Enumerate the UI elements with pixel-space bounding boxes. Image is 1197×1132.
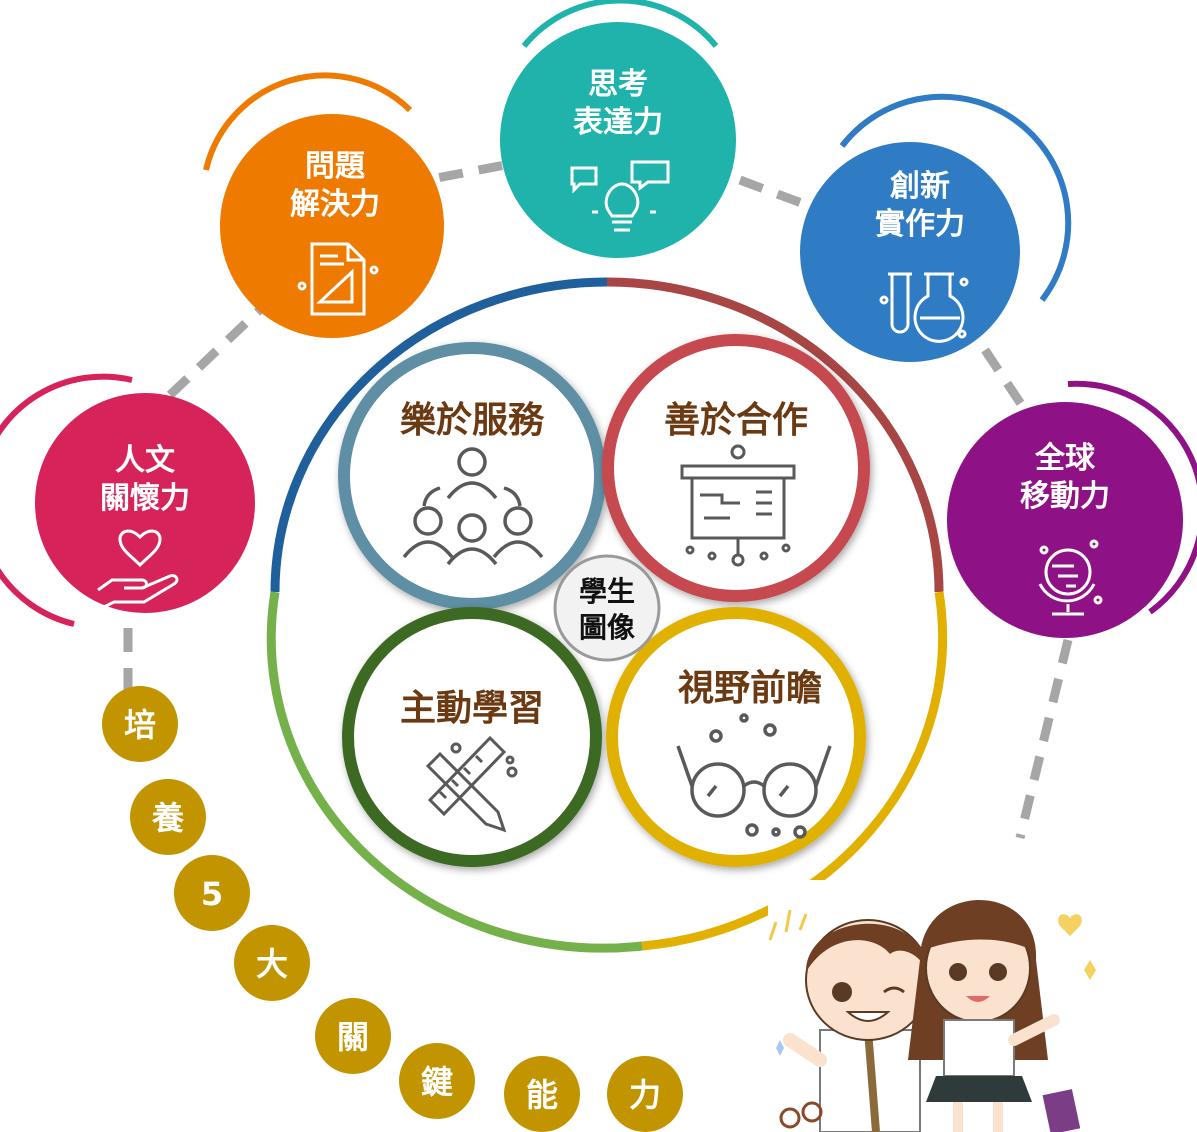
people-network-icon bbox=[402, 447, 544, 566]
ring-quarter-blue bbox=[270, 277, 608, 593]
label-active-learning: 主動學習 bbox=[400, 688, 544, 729]
humanity-line2: 關懷力 bbox=[100, 481, 190, 516]
center-label-line1: 學生 bbox=[579, 575, 635, 608]
slogan-dot bbox=[234, 925, 310, 1001]
document-geometry-icon bbox=[297, 242, 379, 316]
globe-icon bbox=[1038, 539, 1103, 616]
student-image-service: 樂於服務 bbox=[338, 342, 606, 610]
slogan-char: 能 bbox=[526, 1076, 558, 1114]
student-image-active-learning: 主動學習 bbox=[342, 607, 602, 867]
slogan-dot bbox=[399, 1043, 475, 1119]
central-ring bbox=[266, 277, 948, 953]
label-cooperation: 善於合作 bbox=[664, 400, 808, 441]
boy-figure bbox=[783, 919, 931, 1132]
student-image-vision: 視野前瞻 bbox=[606, 607, 866, 867]
center-label-line2: 圖像 bbox=[579, 611, 636, 644]
thinking-line2: 表達力 bbox=[573, 105, 663, 140]
eyeglasses-icon bbox=[676, 713, 832, 839]
flask-icon bbox=[879, 272, 969, 343]
competency-problem: 問題 解決力 bbox=[203, 72, 444, 338]
slogan-dot bbox=[174, 855, 250, 931]
slogan-dot bbox=[504, 1056, 580, 1132]
slogan-char: 5 bbox=[201, 875, 223, 913]
humanity-line1: 人文 bbox=[115, 443, 175, 478]
connector-thinking-innovation bbox=[738, 175, 822, 215]
slogan-dot bbox=[130, 779, 206, 855]
students-illustration bbox=[768, 880, 1178, 1132]
heart-hand-icon bbox=[97, 529, 179, 610]
global-line2: 移動力 bbox=[1020, 479, 1110, 514]
ring-quarter-gold bbox=[641, 591, 948, 951]
slogan-char: 大 bbox=[256, 945, 288, 983]
global-line1: 全球 bbox=[1034, 441, 1096, 476]
connector-global-down bbox=[1015, 638, 1073, 840]
connector-innovation-global bbox=[981, 347, 1029, 413]
pencil-ruler-icon bbox=[425, 735, 518, 833]
slogan-char: 培 bbox=[124, 706, 156, 744]
innovation-line1: 創新 bbox=[890, 169, 950, 204]
problem-line2: 解決力 bbox=[290, 187, 380, 222]
presentation-board-icon bbox=[680, 444, 796, 567]
label-service: 樂於服務 bbox=[400, 400, 545, 441]
competency-humanity: 人文 關懷力 bbox=[0, 373, 255, 627]
thinking-line1: 思考 bbox=[588, 67, 648, 102]
connector-humanity-problem bbox=[166, 296, 274, 399]
girl-figure bbox=[908, 900, 1060, 1132]
competency-innovation: 創新 實作力 bbox=[800, 93, 1072, 362]
ring-quarter-green bbox=[266, 591, 643, 953]
slogan-dot bbox=[607, 1056, 683, 1132]
slogan-char: 鍵 bbox=[421, 1063, 453, 1101]
slogan-char: 養 bbox=[152, 799, 184, 837]
slogan-char: 力 bbox=[629, 1076, 661, 1114]
label-vision: 視野前瞻 bbox=[678, 668, 822, 709]
lightbulb-chat-icon bbox=[570, 160, 670, 232]
competency-thinking: 思考 表達力 bbox=[500, 0, 736, 258]
student-image-cooperation: 善於合作 bbox=[602, 334, 870, 602]
innovation-line2: 實作力 bbox=[875, 207, 965, 242]
dashed-connectors bbox=[123, 160, 1073, 840]
slogan-dot bbox=[315, 998, 391, 1074]
slogan-char: 關 bbox=[337, 1018, 369, 1056]
center-label: 學生 圖像 bbox=[553, 554, 661, 662]
ring-quarter-red bbox=[606, 277, 944, 593]
problem-line1: 問題 bbox=[305, 149, 365, 184]
slogan-dot bbox=[102, 686, 178, 762]
competency-global: 全球 移動力 bbox=[947, 380, 1197, 638]
